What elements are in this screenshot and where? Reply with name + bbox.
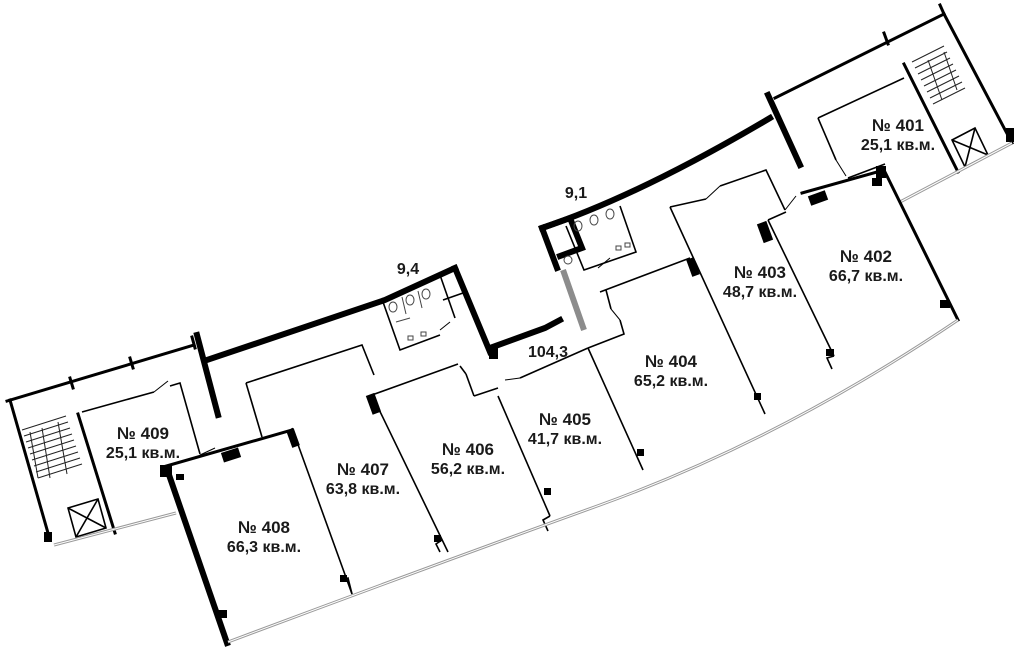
unit-label-406[interactable]: № 406 56,2 кв.м. <box>431 440 505 478</box>
unit-401-number: № 401 <box>872 116 924 135</box>
unit-401-area: 25,1 кв.м. <box>861 137 935 154</box>
unit-406-number: № 406 <box>442 440 494 459</box>
unit-label-405[interactable]: № 405 41,7 кв.м. <box>528 410 602 448</box>
unit-labels: № 401 25,1 кв.м. № 402 66,7 кв.м. № 403 … <box>106 116 935 556</box>
unit-402-area: 66,7 кв.м. <box>829 268 903 285</box>
toilet-icon <box>388 288 431 341</box>
unit-406-area: 56,2 кв.м. <box>431 461 505 478</box>
unit-403-area: 48,7 кв.м. <box>723 284 797 301</box>
unit-404-area: 65,2 кв.м. <box>634 373 708 390</box>
unit-407-number: № 407 <box>337 460 389 479</box>
wc-left <box>382 274 464 352</box>
unit-402-number: № 402 <box>840 247 892 266</box>
left-stair-block <box>5 335 201 547</box>
unit-label-409[interactable]: № 409 25,1 кв.м. <box>106 424 180 462</box>
unit-label-407[interactable]: № 407 63,8 кв.м. <box>326 460 400 498</box>
unit-407-area: 63,8 кв.м. <box>326 481 400 498</box>
unit-label-402[interactable]: № 402 66,7 кв.м. <box>829 247 903 285</box>
wc-center-area: 9,1 <box>565 185 587 202</box>
unit-408-area: 66,3 кв.м. <box>227 539 301 556</box>
unit-409-number: № 409 <box>117 424 169 443</box>
north-wall-left <box>193 264 498 419</box>
unit-403-number: № 403 <box>734 263 786 282</box>
corridor-area: 104,3 <box>528 344 568 361</box>
unit-409-area: 25,1 кв.м. <box>106 445 180 462</box>
unit-405-area: 41,7 кв.м. <box>528 431 602 448</box>
elevator-icon <box>67 497 107 539</box>
toilet-icon <box>563 208 631 265</box>
units-402-403 <box>669 166 961 415</box>
corridor <box>245 344 589 595</box>
unit-label-408[interactable]: № 408 66,3 кв.м. <box>227 518 301 556</box>
unit-label-401[interactable]: № 401 25,1 кв.м. <box>861 116 935 154</box>
unit-label-404[interactable]: № 404 65,2 кв.м. <box>634 352 708 390</box>
stair-icon <box>911 45 966 105</box>
unit-404-number: № 404 <box>645 352 698 371</box>
unit-405-number: № 405 <box>539 410 591 429</box>
unit-label-403[interactable]: № 403 48,7 кв.м. <box>723 263 797 301</box>
stair-icon <box>21 415 83 479</box>
unit-404 <box>587 257 691 471</box>
wc-center <box>486 113 775 352</box>
south-facade <box>227 318 959 644</box>
unit-408 <box>160 428 294 647</box>
elevator-icon <box>950 126 990 169</box>
north-wall-right <box>764 3 1015 204</box>
unit-408-number: № 408 <box>238 518 290 537</box>
wc-left-area: 9,4 <box>397 261 419 278</box>
